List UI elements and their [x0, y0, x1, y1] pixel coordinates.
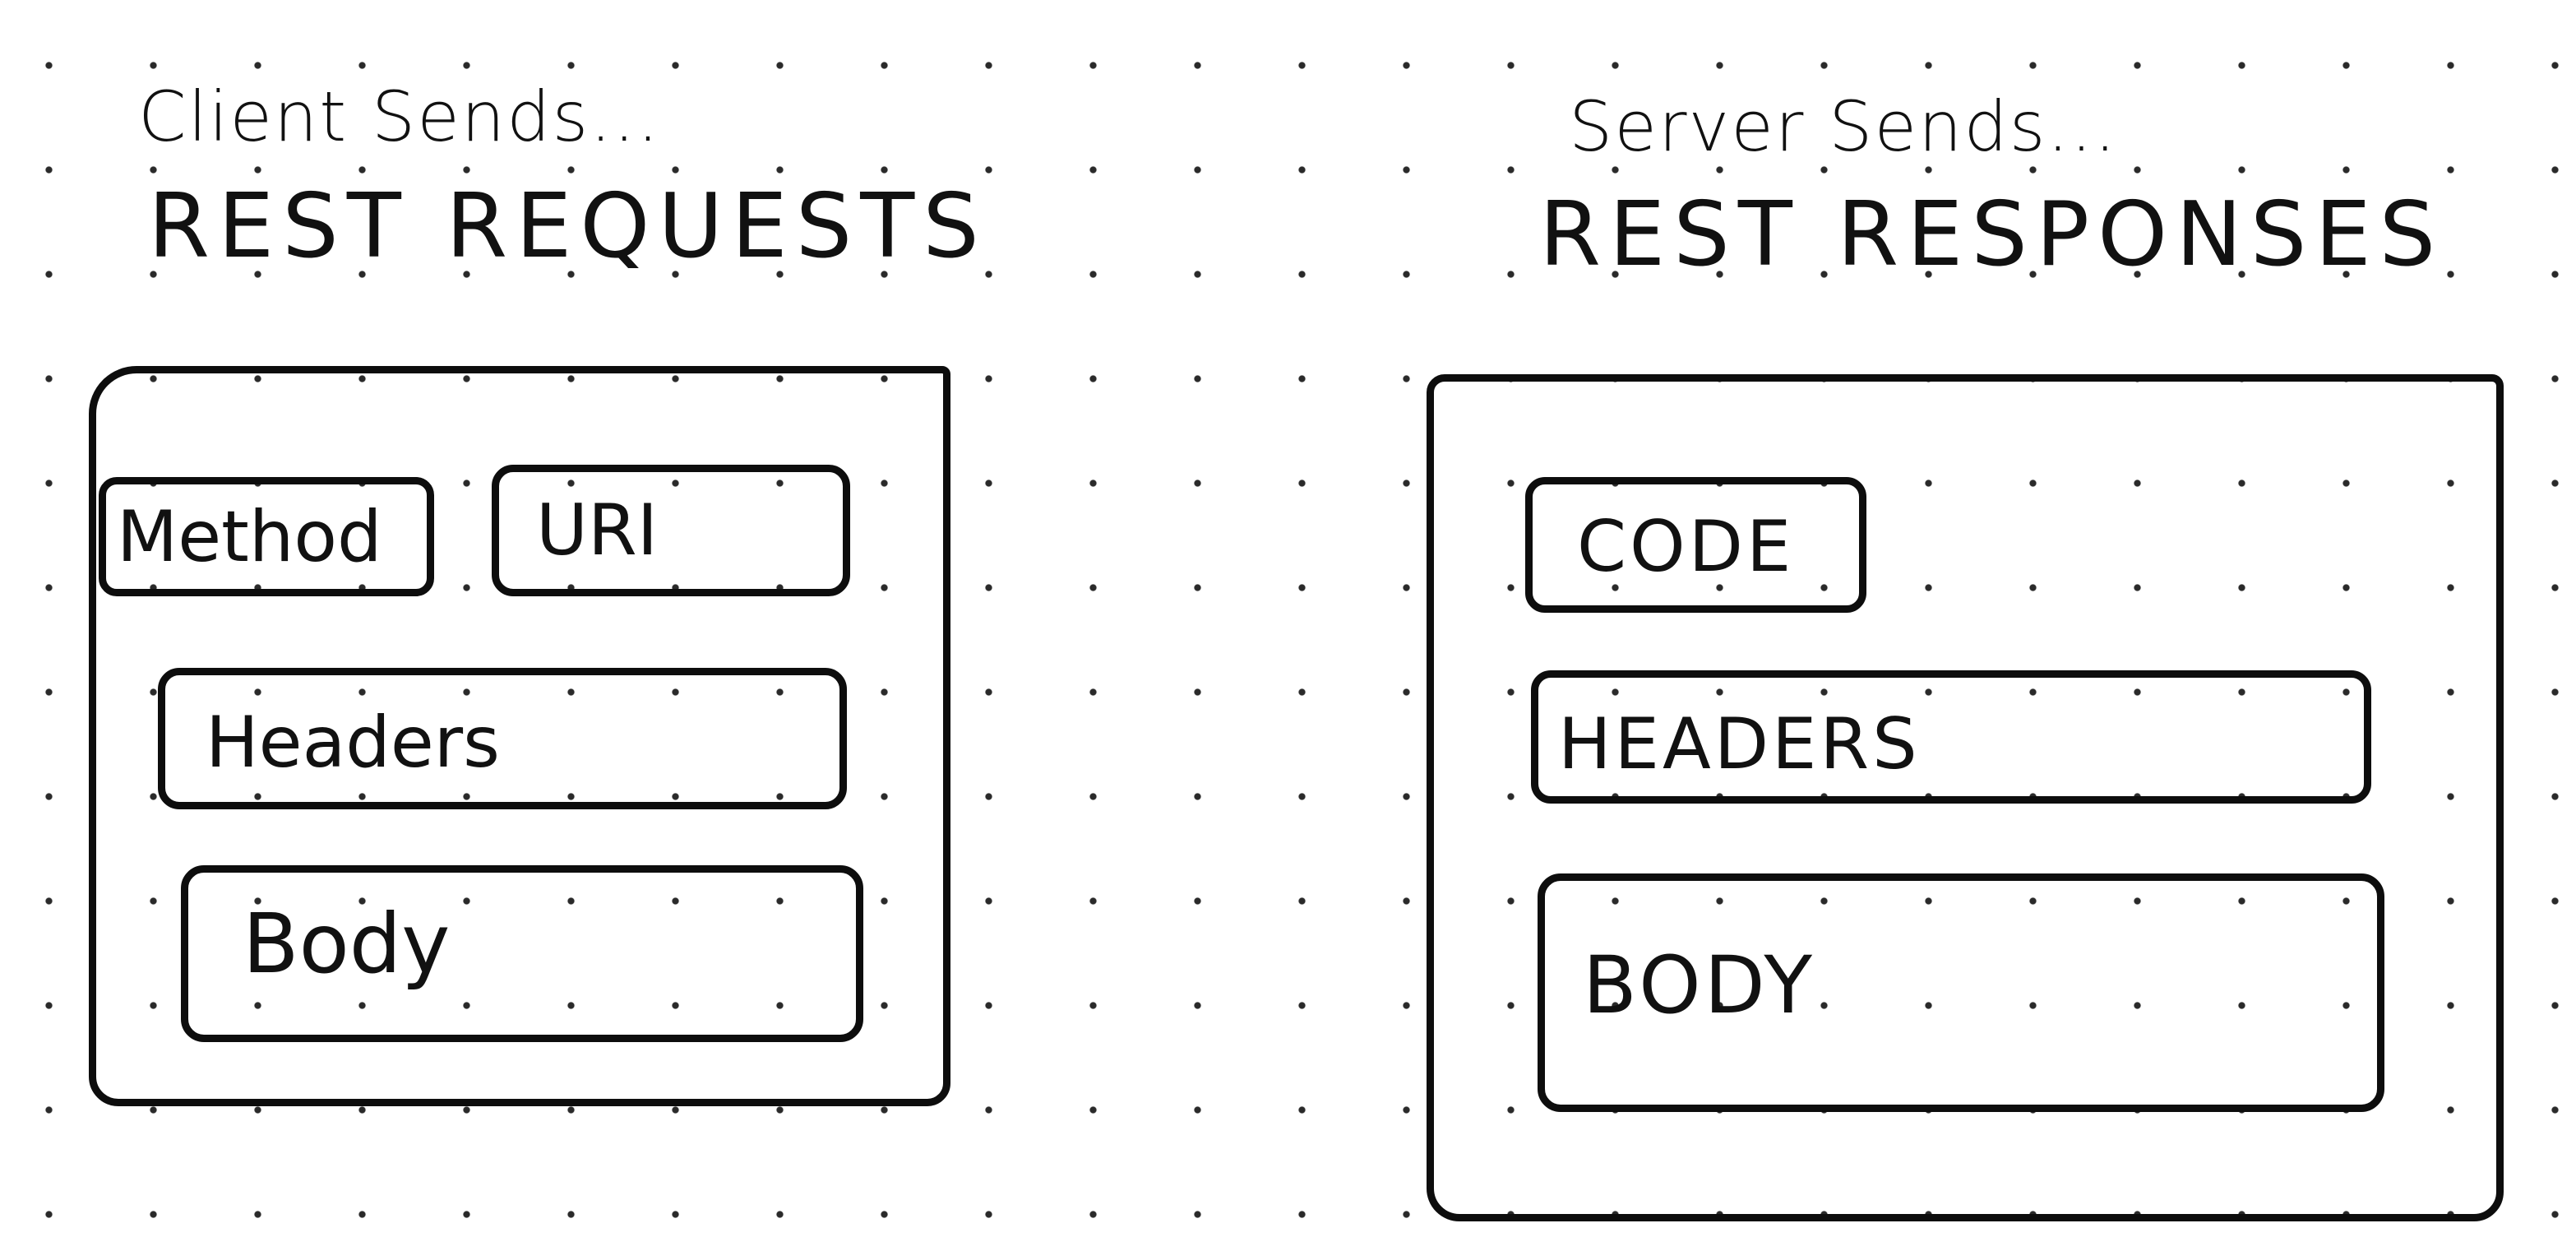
uri-label: URI: [536, 489, 659, 572]
client-caption: Client Sends...: [138, 76, 661, 157]
request-body-field: [181, 865, 863, 1042]
uri-field: [492, 465, 850, 596]
code-label: CODE: [1577, 506, 1795, 588]
method-label: Method: [117, 496, 382, 578]
response-headers-field: [1531, 670, 2371, 804]
response-headers-label: HEADERS: [1558, 703, 1921, 785]
request-headers-field: [158, 668, 847, 809]
client-heading: REST REQUESTS: [148, 175, 987, 278]
response-panel: [1427, 374, 2504, 1221]
request-headers-label: Headers: [206, 702, 500, 784]
request-body-label: Body: [243, 896, 451, 992]
server-caption: Server Sends...: [1569, 86, 2118, 167]
response-body-field: [1538, 873, 2384, 1112]
request-panel: [89, 366, 950, 1106]
response-body-label: BODY: [1583, 939, 1816, 1031]
code-field: [1525, 477, 1866, 613]
method-field: [99, 477, 434, 596]
server-heading: REST RESPONSES: [1539, 183, 2444, 286]
